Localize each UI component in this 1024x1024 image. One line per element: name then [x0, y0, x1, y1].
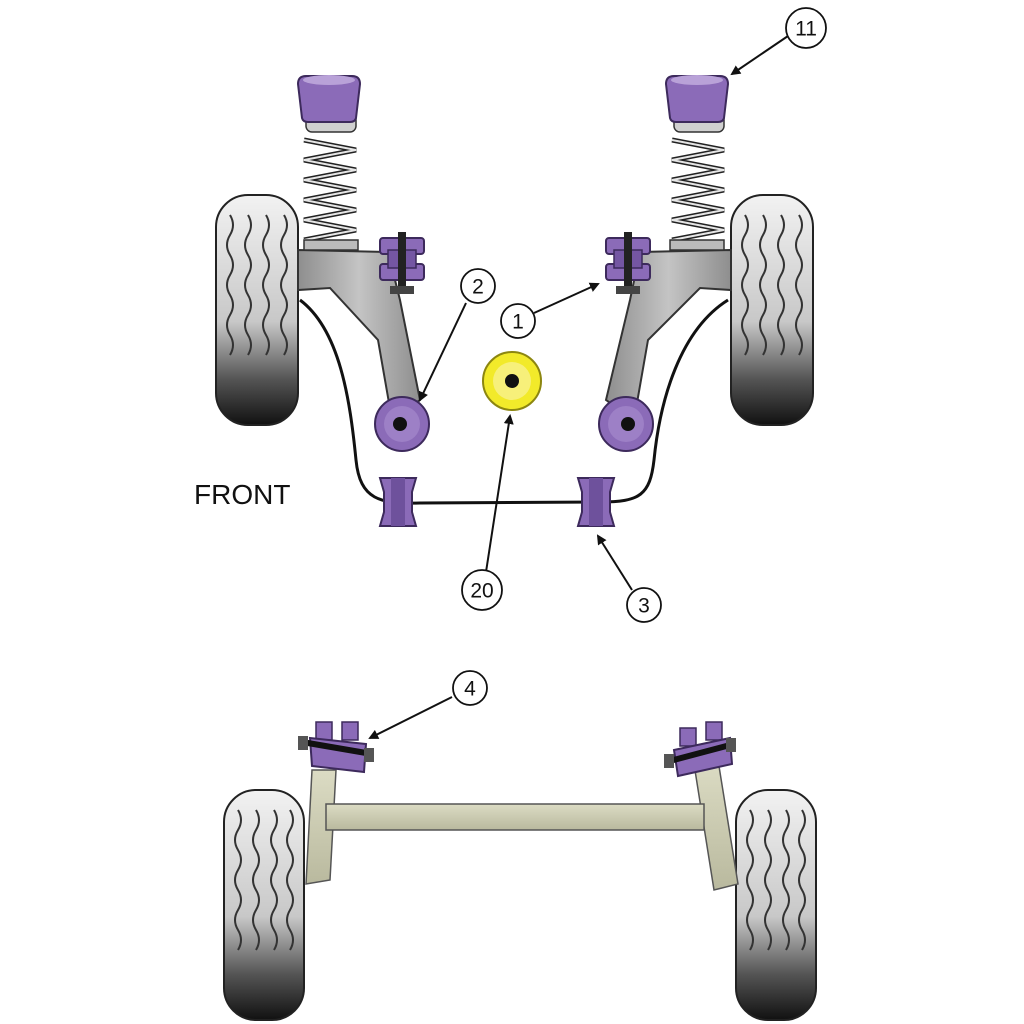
anti-roll-bar	[299, 298, 729, 505]
front-left-arm-rear-bushing	[374, 396, 430, 452]
front-right-tire	[730, 194, 814, 426]
anti-roll-bar-right-bushing	[576, 477, 616, 527]
callout-4-label: 4	[464, 678, 476, 701]
front-left-spring	[303, 111, 359, 251]
callout-20: 20	[461, 414, 514, 611]
callout-2: 2	[418, 268, 496, 402]
front-left-top-mount-bushing	[296, 75, 362, 123]
front-right-arm-front-bushing	[605, 232, 651, 294]
callout-11-label: 11	[795, 18, 817, 41]
front-right-arm-rear-bushing	[598, 396, 654, 452]
callout-4: 4	[368, 670, 488, 739]
callout-11: 11	[730, 7, 827, 76]
engine-mount-bushing	[482, 351, 542, 411]
rear-right-tire	[735, 789, 817, 1021]
callout-1-label: 1	[512, 311, 524, 334]
callout-2-label: 2	[472, 276, 484, 299]
front-label: FRONT	[194, 479, 290, 510]
anti-roll-bar-left-bushing	[378, 477, 418, 527]
front-right-spring	[669, 111, 725, 251]
rear-right-beam-bushing	[664, 721, 736, 778]
callout-20-label: 20	[470, 580, 493, 603]
rear-beam-axle	[305, 759, 739, 891]
callout-3-label: 3	[638, 595, 650, 618]
front-left-tire	[215, 194, 299, 426]
rear-left-beam-bushing	[298, 721, 374, 774]
callout-3: 3	[596, 534, 662, 623]
front-left-arm-front-bushing	[379, 232, 425, 294]
front-right-top-mount-bushing	[664, 75, 730, 123]
rear-left-tire	[223, 789, 305, 1021]
callout-1: 1	[500, 282, 600, 339]
